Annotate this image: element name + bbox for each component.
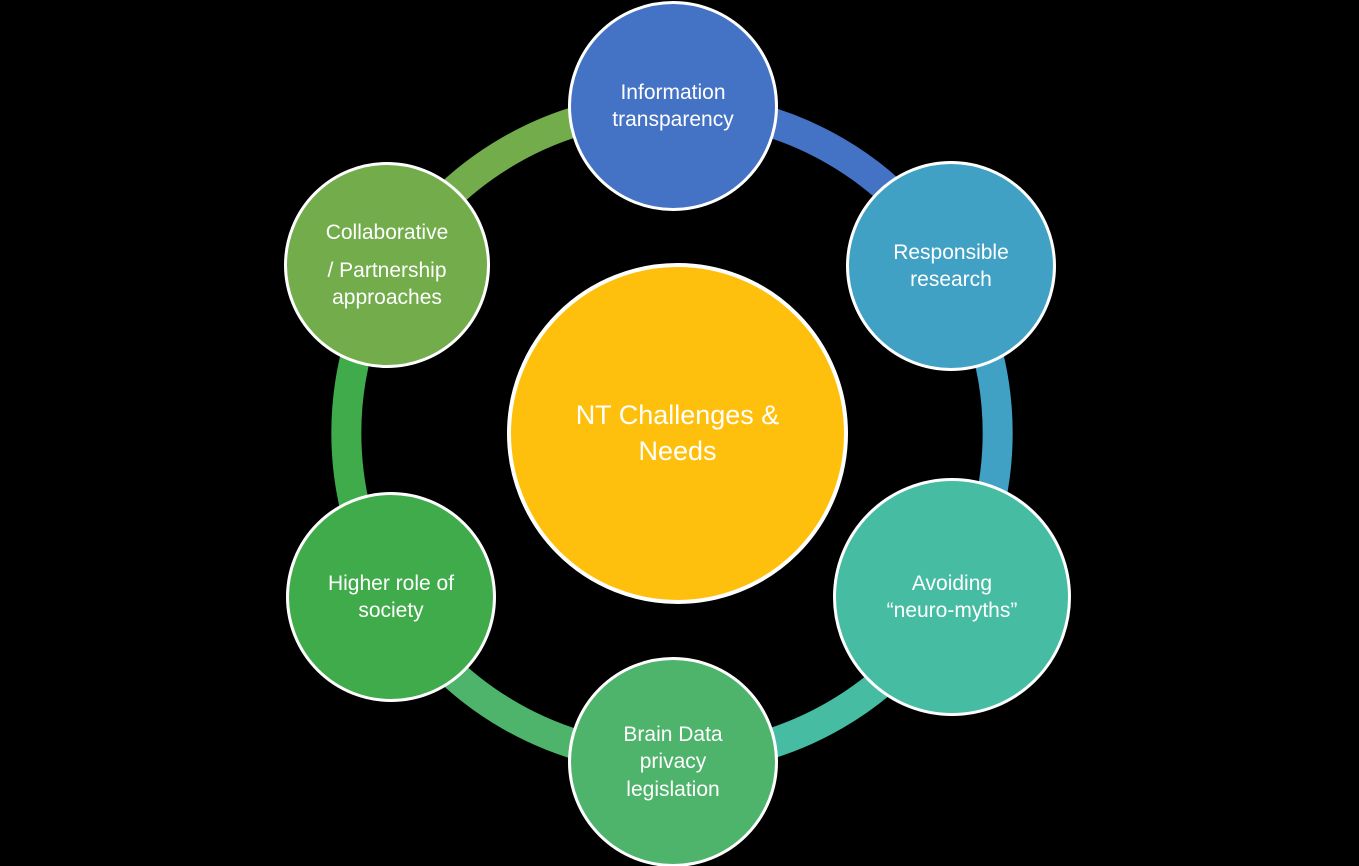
center-node-label: NT Challenges & Needs <box>575 399 780 466</box>
node-higher-role-of-society: Higher role of society <box>286 492 496 702</box>
node-brain-data-privacy-legislation: Brain Data privacy legislation <box>568 657 778 866</box>
node-responsible-research-label: Responsible research <box>893 240 1009 291</box>
node-partnership-approaches-label: / Partnership approaches <box>327 258 447 310</box>
node-information-transparency: Information transparency <box>568 1 778 211</box>
node-brain-data-privacy-legislation-label: Brain Data privacy legislation <box>623 723 723 801</box>
node-collaborative-label: Collaborative <box>325 220 449 244</box>
node-higher-role-of-society-label: Higher role of society <box>327 571 455 622</box>
center-node-nt-challenges: NT Challenges & Needs <box>507 263 848 604</box>
node-collaborative-partnership-approaches: Collaborative / Partnership approaches <box>284 162 490 368</box>
node-information-transparency-label: Information transparency <box>612 80 734 131</box>
node-avoiding-neuro-myths: Avoiding “neuro-myths” <box>833 478 1071 716</box>
node-avoiding-neuro-myths-label: Avoiding “neuro-myths” <box>886 571 1018 622</box>
node-responsible-research: Responsible research <box>846 161 1056 371</box>
